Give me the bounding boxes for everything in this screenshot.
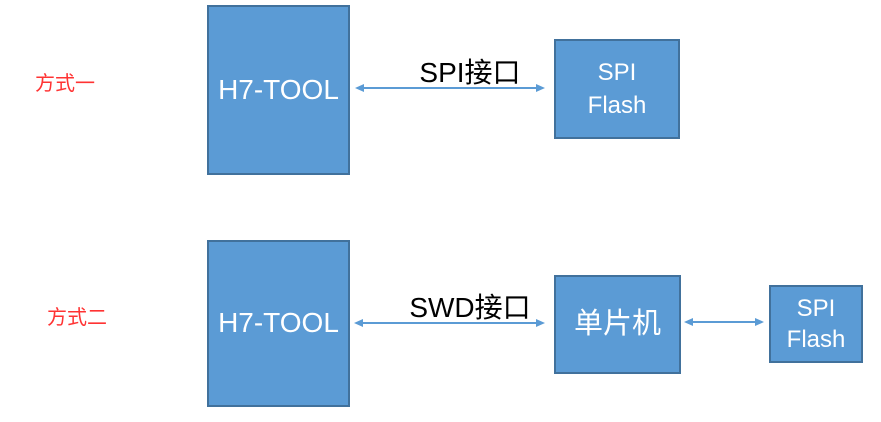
double-arrow-swd-interface xyxy=(354,319,545,327)
double-arrow-mcu-flash xyxy=(684,318,764,326)
node-spi-flash-2-line2: Flash xyxy=(786,326,846,353)
node-spi-flash-1-line1: SPI xyxy=(597,59,637,86)
double-arrow-spi-interface xyxy=(355,84,545,92)
node-spi-flash-1: SPI Flash xyxy=(554,39,680,139)
node-h7-tool-2: H7-TOOL xyxy=(207,240,350,407)
node-spi-flash-2-line1: SPI xyxy=(796,295,836,322)
node-h7-tool-2-label: H7-TOOL xyxy=(218,307,339,339)
node-mcu-label: 单片机 xyxy=(573,307,661,340)
method-1-label: 方式一 xyxy=(35,73,95,95)
node-spi-flash-1-line2: Flash xyxy=(587,92,647,119)
node-h7-tool-1: H7-TOOL xyxy=(207,5,350,175)
swd-interface-label: SWD接口 xyxy=(409,292,531,323)
node-mcu: 单片机 xyxy=(554,275,681,374)
method-2-label: 方式二 xyxy=(47,307,107,329)
spi-interface-label: SPI接口 xyxy=(419,57,521,88)
node-spi-flash-2: SPI Flash xyxy=(769,285,863,363)
node-h7-tool-1-label: H7-TOOL xyxy=(218,73,339,105)
